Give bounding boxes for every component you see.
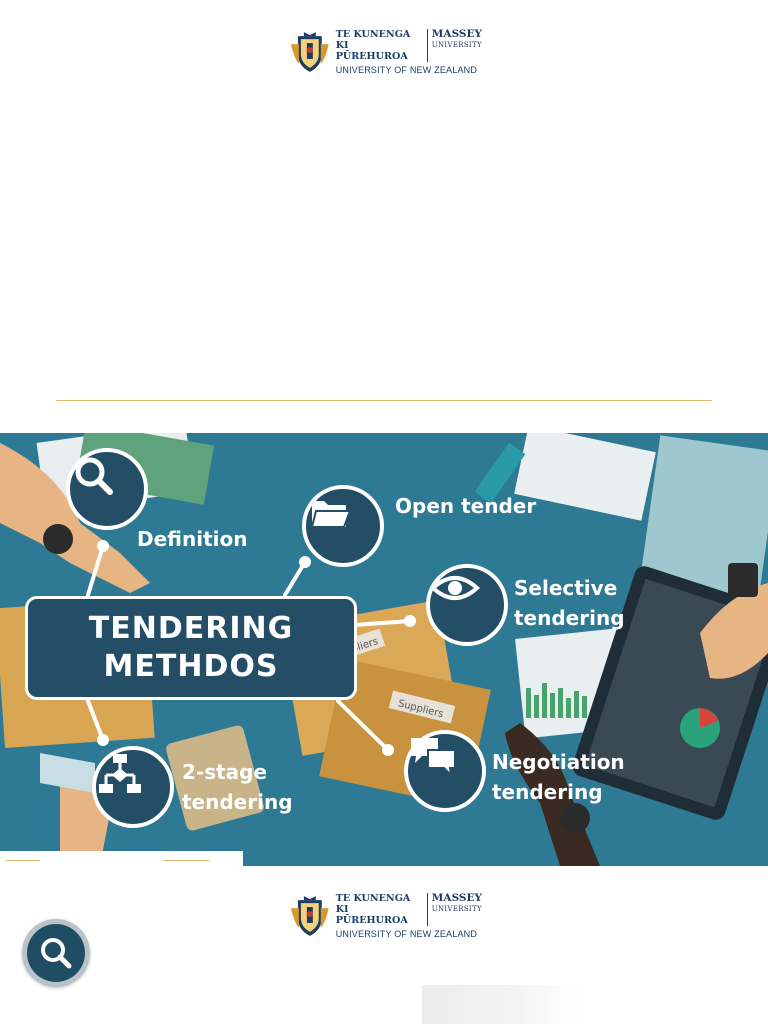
logo-english-line1: MASSEY	[431, 892, 482, 904]
university-logo-footer: TE KUNENGA KI PŪREHUROA MASSEY UNIVERSIT…	[290, 893, 482, 939]
logo-maori-line2: KI PŪREHUROA	[335, 904, 408, 926]
crest-icon	[290, 896, 329, 936]
logo-maori-line1: TE KUNENGA	[335, 29, 411, 40]
crest-icon	[290, 32, 329, 72]
logo-subtitle: UNIVERSITY OF NEW ZEALAND	[335, 65, 478, 75]
selective-circle	[426, 564, 508, 646]
search-button-inner[interactable]	[27, 924, 85, 982]
logo-english-line2: UNIVERSITY	[431, 41, 482, 49]
label-open-tender: Open tender	[395, 494, 537, 518]
open-tender-circle	[302, 485, 384, 567]
search-button[interactable]	[22, 919, 90, 987]
logo-maori-line1: TE KUNENGA	[335, 893, 411, 904]
flowchart-icon	[99, 754, 141, 793]
caption-line	[6, 860, 40, 861]
label-two-stage-line1: 2-stage	[182, 760, 268, 784]
caption-line	[163, 860, 209, 861]
banner-title-line1: TENDERING	[88, 611, 294, 646]
university-logo: TE KUNENGA KI PŪREHUROA MASSEY UNIVERSIT…	[290, 29, 482, 75]
logo-english-line2: UNIVERSITY	[431, 905, 482, 913]
gold-divider	[56, 400, 712, 401]
search-icon	[75, 457, 113, 495]
fade-overlay	[422, 985, 582, 1024]
tendering-methods-banner: Suppliers Suppliers Suppliers	[0, 433, 768, 866]
label-negotiation-line1: Negotiation	[492, 750, 625, 774]
folder-icon	[310, 501, 352, 528]
logo-english-line1: MASSEY	[431, 28, 482, 40]
two-stage-circle	[92, 746, 174, 828]
caption-strip	[0, 851, 243, 866]
logo-subtitle: UNIVERSITY OF NEW ZEALAND	[335, 929, 478, 939]
chat-icon	[411, 738, 456, 778]
label-selective-line2: tendering	[514, 606, 625, 630]
definition-circle	[66, 448, 148, 530]
banner-title-box: TENDERING METHDOS	[25, 596, 357, 700]
search-icon	[41, 938, 72, 969]
label-two-stage-line2: tendering	[182, 790, 293, 814]
label-definition: Definition	[137, 527, 248, 551]
eye-icon	[430, 576, 480, 600]
logo-maori-line2: KI PŪREHUROA	[335, 40, 408, 62]
negotiation-circle	[404, 730, 486, 812]
label-selective-line1: Selective	[514, 576, 618, 600]
label-negotiation-line2: tendering	[492, 780, 603, 804]
banner-title-line2: METHDOS	[103, 649, 279, 684]
